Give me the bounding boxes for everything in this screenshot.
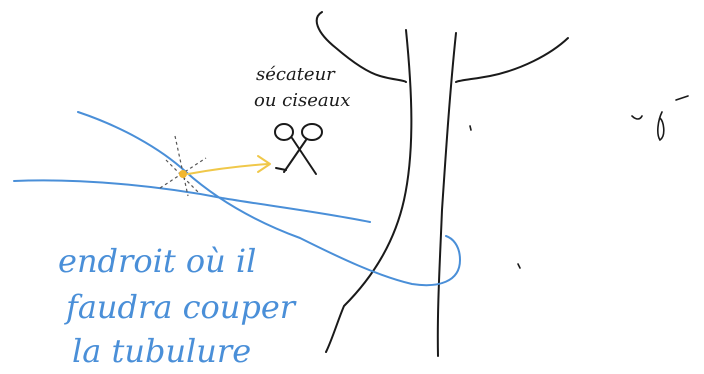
blue-note-line2: faudra couper <box>64 288 297 326</box>
blue-note-line3: la tubulure <box>72 332 251 370</box>
stray-marks <box>470 96 688 268</box>
cut-point <box>179 170 187 178</box>
tool-note-line2: ou ciseaux <box>254 90 350 111</box>
asterisk-marker-icon <box>160 136 206 196</box>
tree <box>317 12 568 356</box>
tool-note-line1: sécateur <box>256 64 336 85</box>
tree-branch-right <box>456 38 568 82</box>
tree-trunk-right <box>438 33 456 356</box>
tree-trunk-left <box>326 30 411 352</box>
pointer-arrow <box>188 156 270 174</box>
blue-note-line1: endroit où il <box>58 242 256 280</box>
scissors-icon <box>275 124 322 174</box>
